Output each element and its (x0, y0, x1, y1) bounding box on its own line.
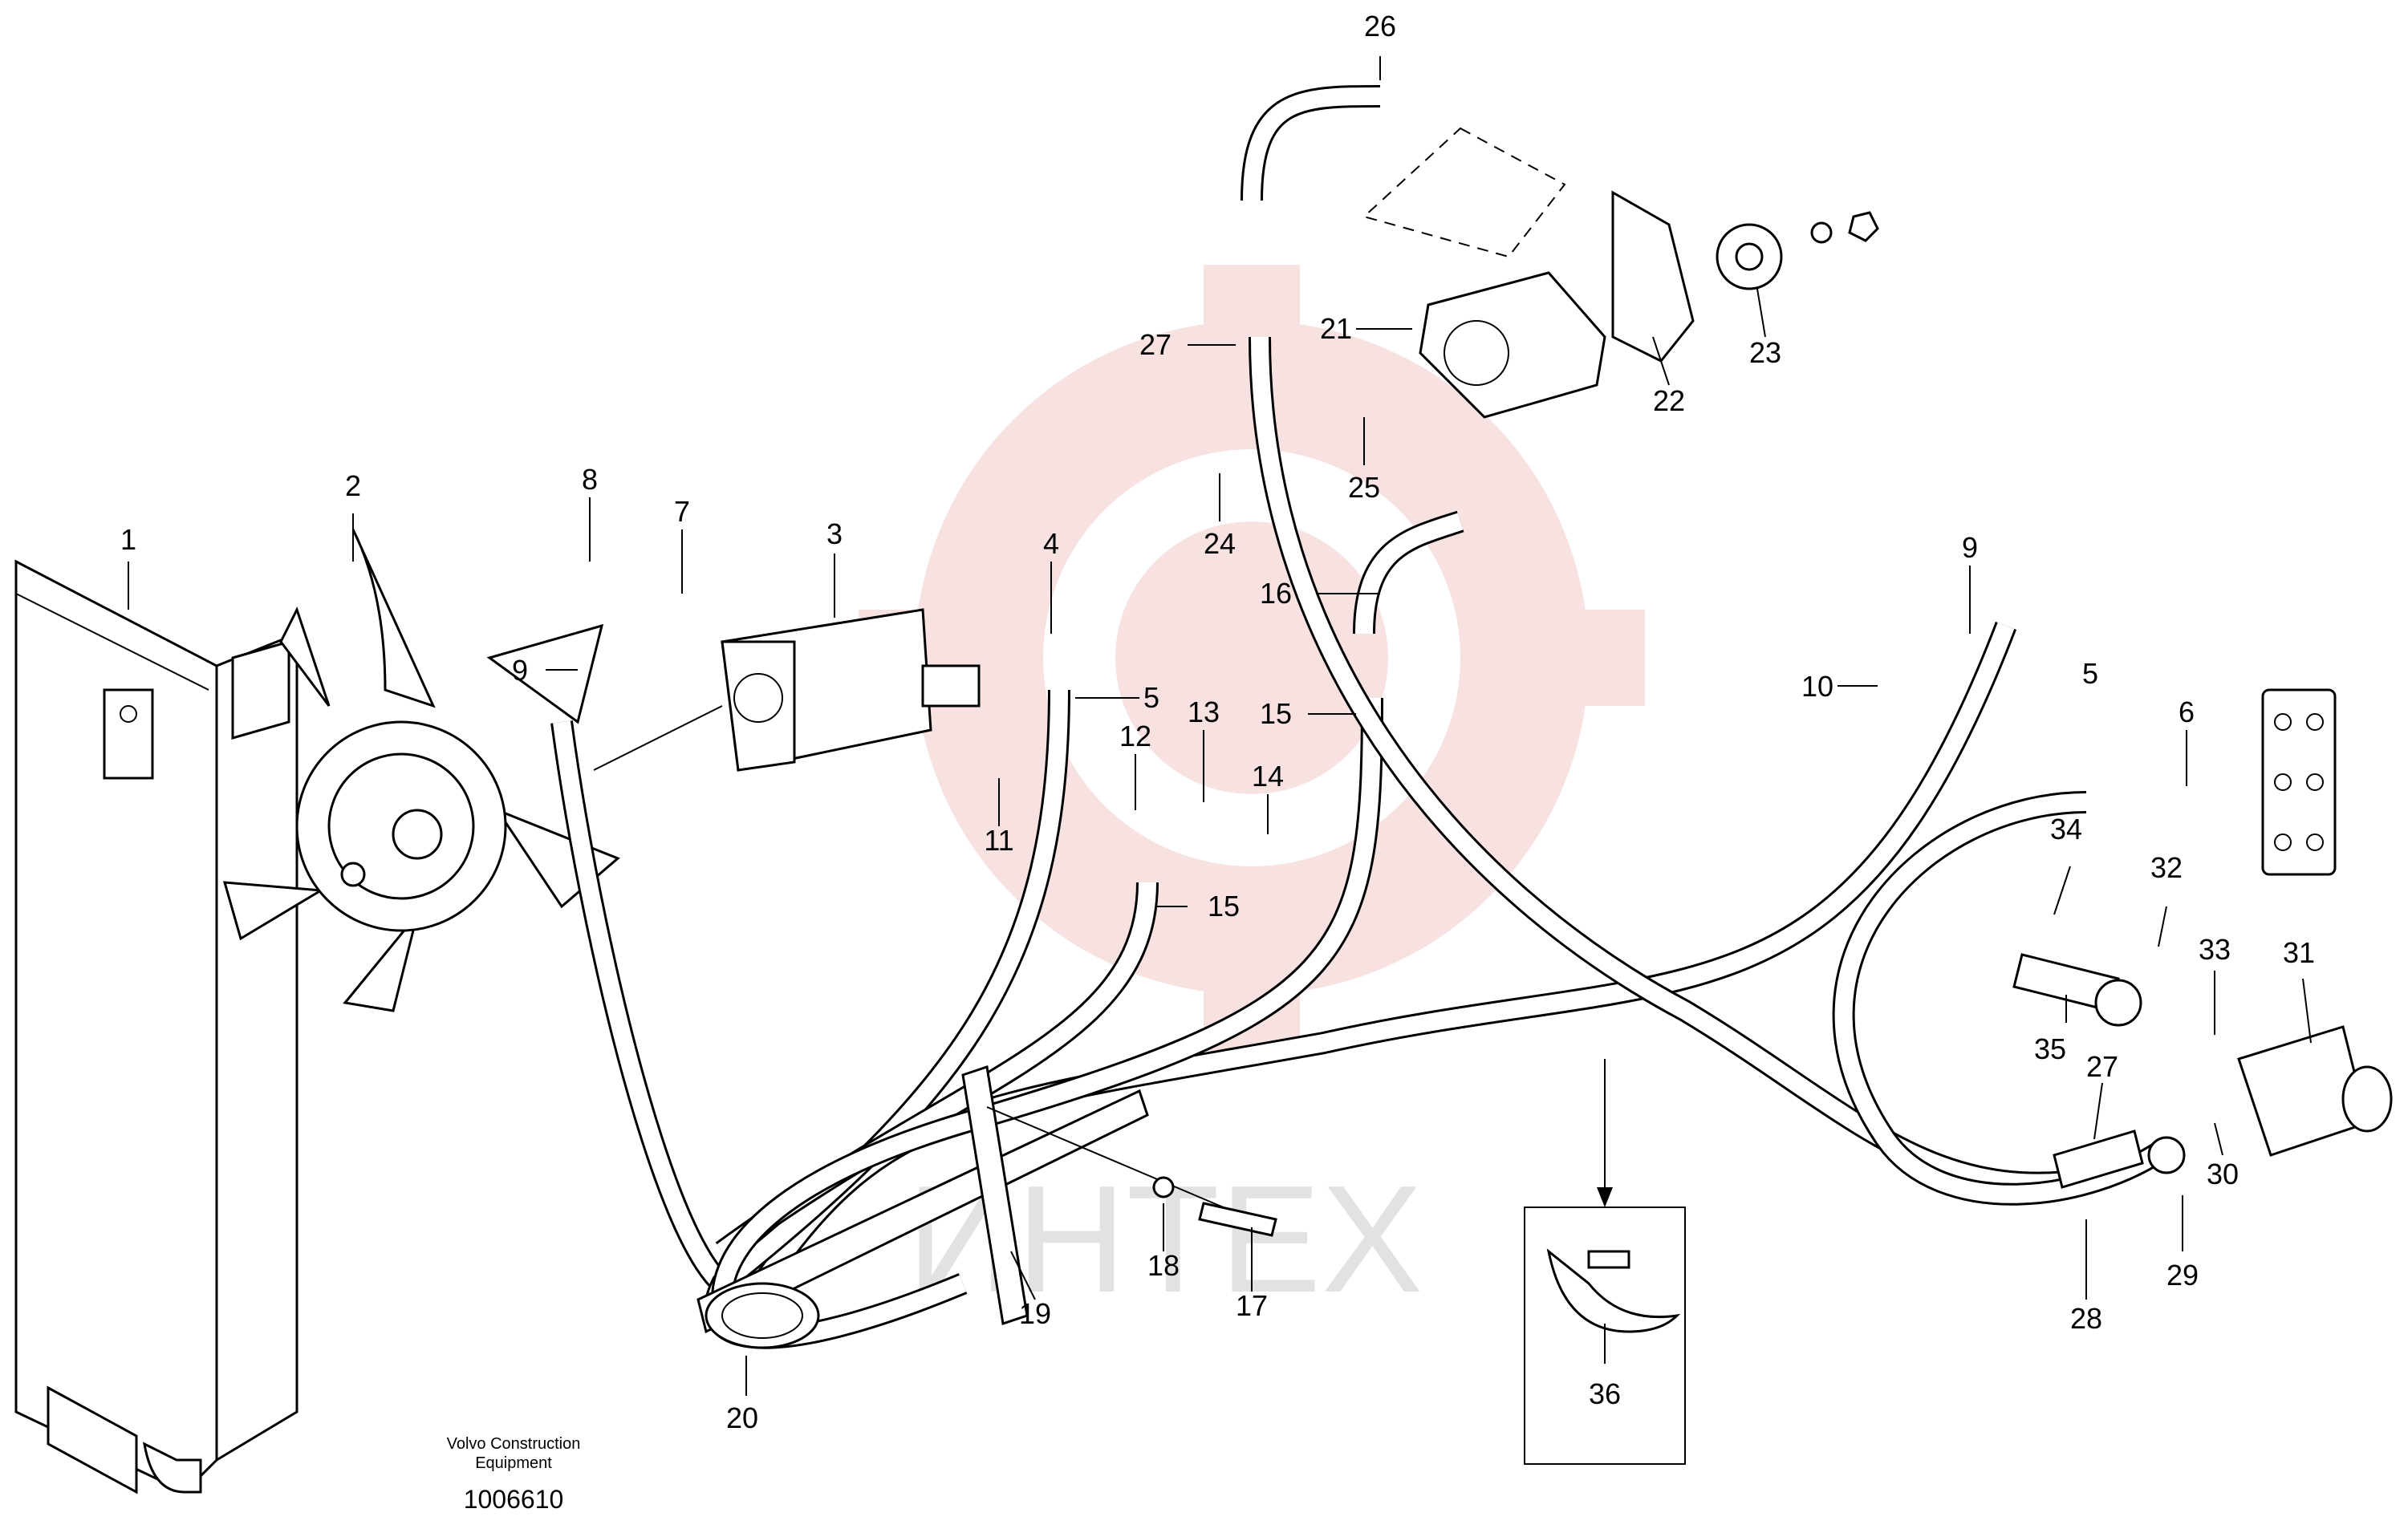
leader-lines (128, 56, 2312, 1396)
right-fittings (2012, 688, 2393, 1189)
callout-27-a: 27 (1139, 328, 1172, 361)
callout-29: 29 (2166, 1259, 2199, 1292)
callout-15-a: 15 (1208, 890, 1240, 923)
callout-10: 10 (1801, 670, 1833, 703)
callout-14: 14 (1252, 760, 1284, 793)
callout-2: 2 (345, 469, 361, 502)
callout-9-b: 9 (1962, 531, 1978, 564)
callout-12: 12 (1119, 720, 1151, 752)
callout-13: 13 (1188, 696, 1220, 728)
callout-5-b: 5 (2082, 657, 2098, 690)
hydraulic-motor (593, 608, 981, 772)
callout-7: 7 (674, 495, 690, 528)
detail-box (1524, 1059, 1686, 1465)
figure-number: 1006610 (464, 1485, 564, 1514)
callout-36: 36 (1589, 1377, 1621, 1410)
callout-15-b: 15 (1260, 697, 1292, 730)
callout-21: 21 (1320, 312, 1352, 345)
callout-24: 24 (1204, 527, 1236, 560)
callout-23: 23 (1749, 336, 1781, 369)
radiator (14, 559, 298, 1494)
callout-3: 3 (826, 517, 843, 550)
callout-4: 4 (1043, 527, 1059, 560)
caption-line-2: Equipment (475, 1454, 552, 1472)
caption-line-1: Volvo Construction (447, 1435, 581, 1453)
callout-5-a: 5 (1143, 681, 1159, 714)
callout-labels: 1 2 3 4 5 6 7 8 9 9 10 11 12 13 14 15 15… (120, 10, 2315, 1434)
callout-28: 28 (2070, 1302, 2102, 1335)
hoses (550, 85, 2174, 1349)
callout-17: 17 (1236, 1289, 1268, 1322)
tube-bracket (696, 1065, 1277, 1349)
callout-26: 26 (1364, 10, 1396, 43)
callout-6: 6 (2179, 696, 2195, 728)
callout-1: 1 (120, 523, 136, 556)
callout-33: 33 (2199, 933, 2231, 966)
callout-34: 34 (2050, 813, 2082, 846)
callout-18: 18 (1147, 1249, 1180, 1282)
callout-30: 30 (2207, 1158, 2239, 1190)
callout-31: 31 (2283, 936, 2315, 969)
callout-20: 20 (726, 1401, 758, 1434)
callout-16: 16 (1260, 577, 1292, 610)
callout-35: 35 (2034, 1032, 2066, 1065)
callout-22: 22 (1653, 384, 1685, 417)
callout-8: 8 (582, 463, 598, 496)
callout-32: 32 (2150, 851, 2183, 884)
callout-25: 25 (1348, 471, 1380, 504)
callout-27-b: 27 (2086, 1050, 2118, 1083)
callout-19: 19 (1019, 1297, 1051, 1330)
fan (222, 529, 620, 1012)
callout-9-a: 9 (512, 654, 528, 687)
gear-pump (1362, 127, 1879, 419)
callout-11: 11 (984, 824, 1013, 857)
